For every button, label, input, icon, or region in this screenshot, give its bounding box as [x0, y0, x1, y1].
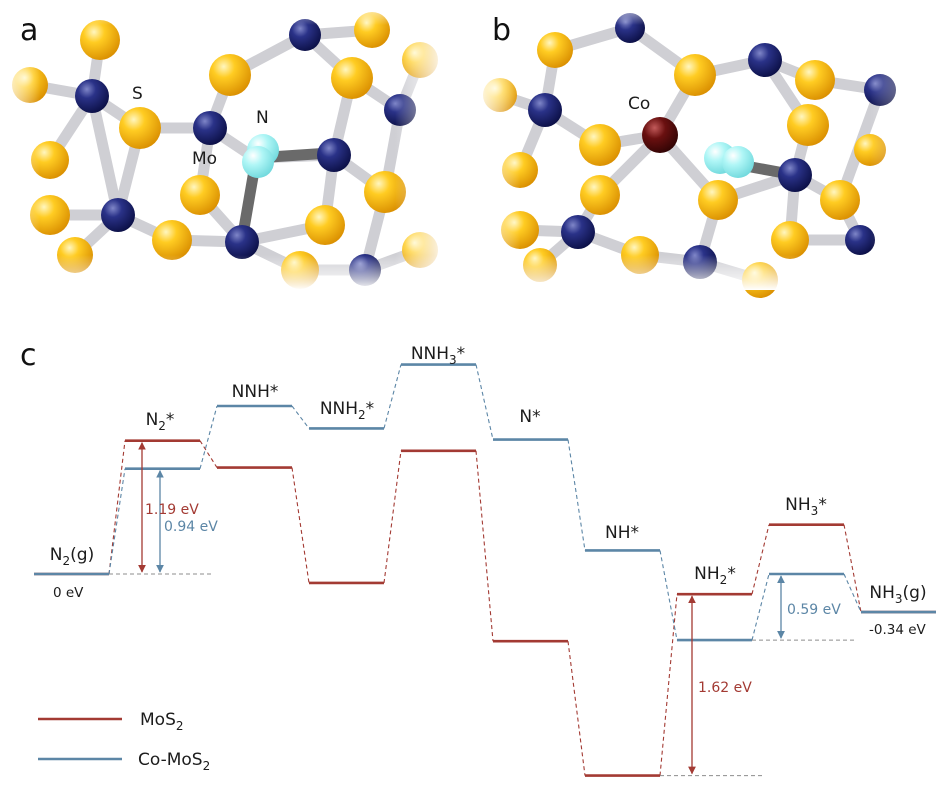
connector-co-mos2-7: [751, 573, 770, 641]
energy-diagram: 1.19 eV0.94 eV 1.62 eV 0.59 eV 0 eV -0.34 eV…: [34, 344, 936, 777]
panel-a-letter: a: [20, 13, 38, 48]
panel-b-letter: b: [492, 13, 511, 48]
step-label-4-rest: *: [457, 344, 466, 364]
panel-c-letter: c: [20, 338, 37, 373]
step-label-4: NNH3*: [411, 344, 465, 367]
label-s-atom: S: [132, 84, 143, 104]
label-barrier-mos2-n2: 1.19 eV: [145, 502, 199, 518]
connector-mos2-5: [567, 641, 586, 776]
step-label-0-rest: (g): [70, 545, 94, 565]
step-label-6: NH*: [605, 523, 639, 543]
label-n-atom: N: [256, 108, 269, 128]
step-label-1-sub: 2: [158, 419, 166, 433]
label-barrier-co-n2: 0.94 eV: [164, 519, 218, 535]
step-label-1: N2*: [146, 410, 175, 433]
step-label-9-base: NH: [869, 583, 895, 603]
step-label-5-base: N*: [519, 407, 540, 427]
step-label-0-base: N: [50, 545, 63, 565]
step-label-7-base: NH: [694, 564, 720, 584]
label-mo-atom: Mo: [192, 149, 217, 169]
step-label-8-sub: 3: [811, 504, 819, 518]
panel-b-co-mos2-structure: b Co: [475, 0, 946, 298]
connector-mos2-6: [659, 594, 678, 776]
connector-mos2-8: [843, 524, 862, 613]
legend-label-co-mos2: Co-MoS2: [138, 750, 210, 773]
connector-co-mos2-0: [108, 468, 126, 575]
step-label-7-rest: *: [727, 564, 736, 584]
label-barrier-mos2-nh2: 1.62 eV: [698, 680, 752, 696]
panel-b-co-atom: [642, 117, 678, 153]
step-label-3: NNH2*: [320, 399, 374, 422]
step-label-4-base: NNH: [411, 344, 449, 364]
connector-mos2-3: [383, 450, 402, 584]
step-label-2: NNH*: [232, 382, 279, 402]
panel-b-n2-molecule: [704, 142, 754, 178]
label-end-ev: -0.34 eV: [869, 622, 927, 638]
label-co-atom: Co: [628, 94, 650, 114]
step-label-9-sub: 3: [895, 592, 903, 606]
step-label-8: NH3*: [785, 495, 827, 518]
connector-co-mos2-4: [475, 364, 494, 440]
legend: MoS2 Co-MoS2: [38, 710, 210, 773]
connector-co-mos2-5: [567, 439, 586, 551]
connector-mos2-0: [108, 440, 126, 575]
connector-mos2-1: [199, 440, 218, 468]
step-label-2-base: NNH*: [232, 382, 279, 402]
step-label-7-sub: 2: [720, 573, 728, 587]
legend-label-mos2: MoS2: [140, 710, 184, 733]
step-label-1-base: N: [146, 410, 159, 430]
connector-co-mos2-8: [843, 573, 862, 613]
step-label-9: NH3(g): [869, 583, 926, 606]
connector-co-mos2-2: [291, 405, 310, 429]
step-label-6-base: NH*: [605, 523, 639, 543]
step-label-7: NH2*: [694, 564, 736, 587]
connector-co-mos2-1: [199, 405, 218, 469]
step-label-3-sub: 2: [358, 408, 366, 422]
connector-co-mos2-3: [383, 364, 402, 429]
step-label-3-rest: *: [366, 399, 375, 419]
connector-mos2-4: [475, 450, 494, 642]
label-barrier-co-nh3: 0.59 eV: [787, 602, 841, 618]
panel-a-mos2-structure: a S Mo N: [0, 0, 445, 290]
label-zero-ev: 0 eV: [53, 585, 84, 601]
connector-mos2-2: [291, 467, 310, 584]
step-label-0: N2(g): [50, 545, 94, 568]
panel-a-n2-molecule: [242, 134, 279, 178]
step-label-3-base: NNH: [320, 399, 358, 419]
connector-mos2-7: [751, 524, 770, 595]
step-label-4-sub: 3: [449, 353, 457, 367]
step-label-5: N*: [519, 407, 540, 427]
step-label-0-sub: 2: [63, 554, 71, 568]
connector-co-mos2-6: [659, 550, 678, 641]
step-label-8-base: NH: [785, 495, 811, 515]
step-label-9-rest: (g): [903, 583, 927, 603]
step-label-1-rest: *: [166, 410, 175, 430]
step-label-8-rest: *: [818, 495, 827, 515]
